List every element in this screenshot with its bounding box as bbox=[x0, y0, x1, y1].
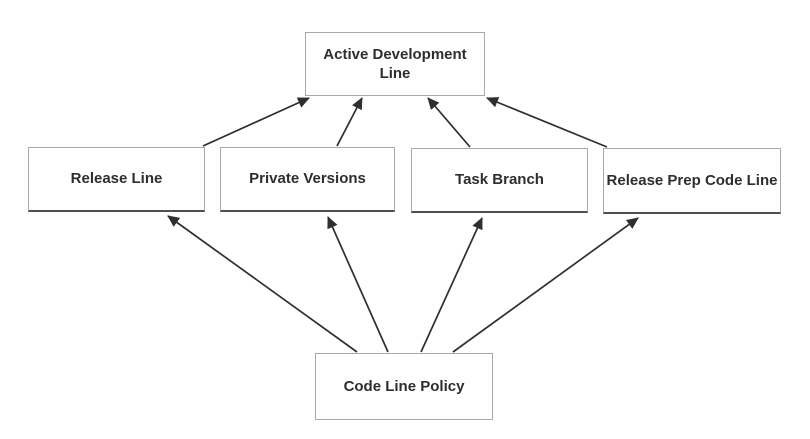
node-code-line-policy: Code Line Policy bbox=[315, 353, 493, 420]
node-label: Task Branch bbox=[455, 171, 544, 189]
node-active-development-line: Active Development Line bbox=[305, 32, 485, 96]
arrow-release-line-to-active-development-line bbox=[202, 97, 310, 147]
node-release-line: Release Line bbox=[28, 147, 205, 212]
node-label: Private Versions bbox=[249, 170, 366, 188]
node-label: Code Line Policy bbox=[343, 377, 465, 395]
arrow-code-line-policy-to-release-prep-code-line bbox=[452, 217, 639, 353]
node-private-versions: Private Versions bbox=[220, 147, 395, 212]
node-task-branch: Task Branch bbox=[411, 148, 588, 213]
node-label: Release Line bbox=[70, 170, 163, 188]
arrow-private-versions-to-active-development-line bbox=[336, 97, 363, 147]
arrow-release-prep-code-line-to-active-development-line bbox=[486, 97, 608, 148]
arrow-code-line-policy-to-release-line bbox=[167, 215, 358, 353]
arrow-task-branch-to-active-development-line bbox=[427, 97, 471, 148]
node-release-prep-code-line: Release Prep Code Line bbox=[603, 148, 781, 214]
arrow-code-line-policy-to-task-branch bbox=[420, 217, 483, 353]
node-label: Active Development Line bbox=[323, 45, 467, 83]
arrow-code-line-policy-to-private-versions bbox=[327, 216, 389, 353]
node-label: Release Prep Code Line bbox=[606, 171, 778, 189]
